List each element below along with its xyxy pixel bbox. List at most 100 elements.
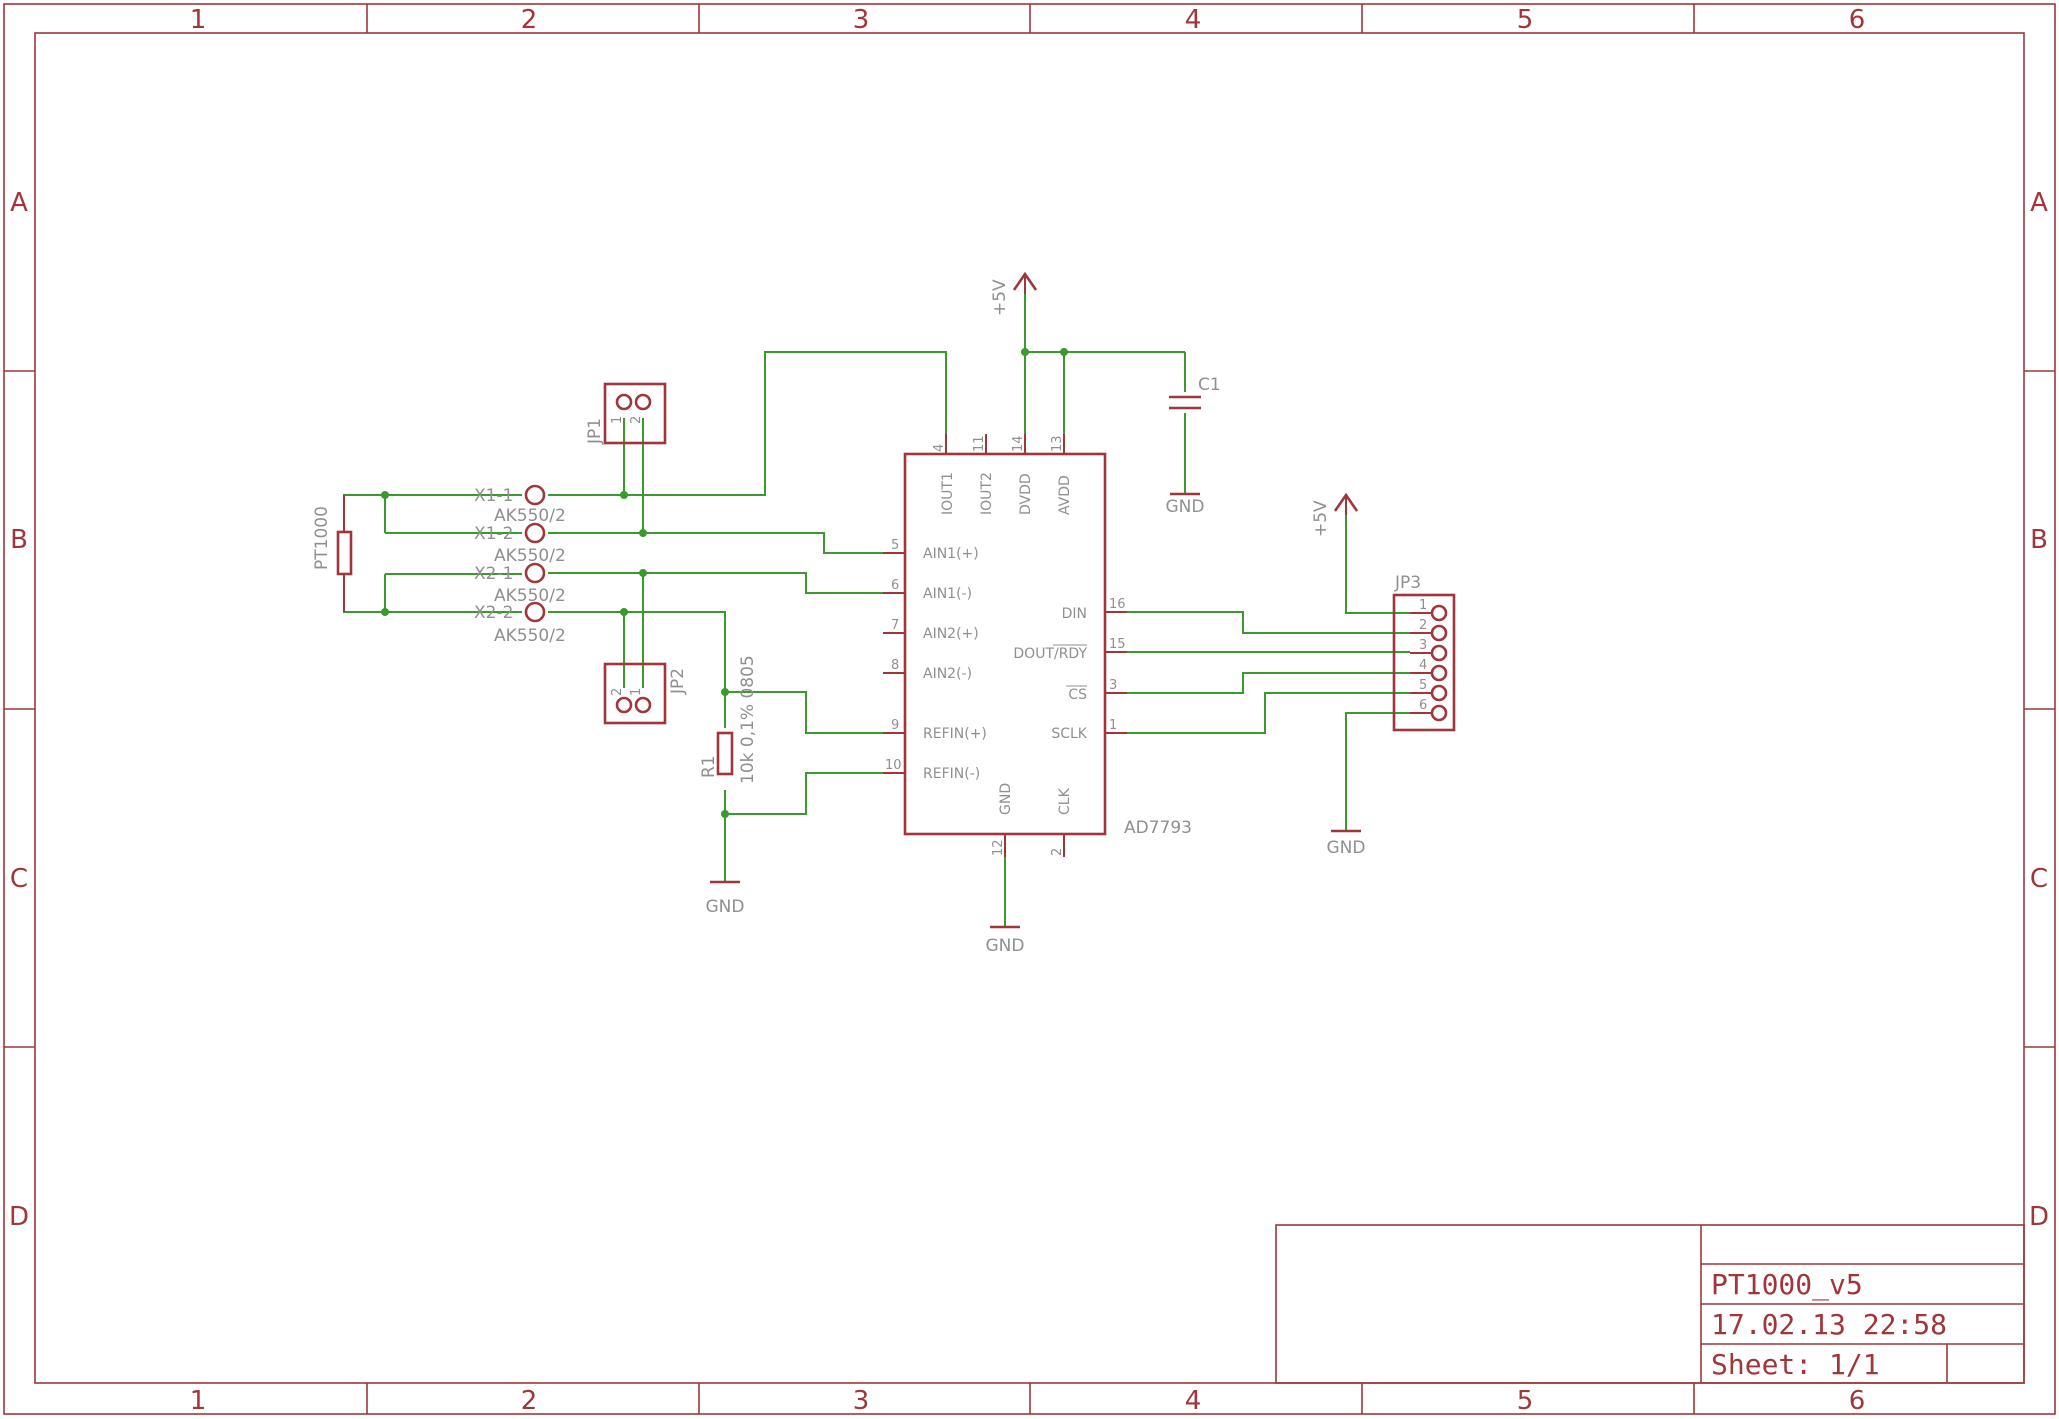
title-block-name: PT1000_v5	[1711, 1268, 1863, 1302]
row-label-left-a: A	[10, 188, 28, 218]
jp1-label: JP1	[585, 418, 605, 445]
ic-pin-clk: CLK	[1057, 787, 1073, 815]
ic-pin-ain1-plus: AIN1(+)	[923, 546, 979, 562]
jp1-pin-1: 1	[610, 416, 625, 424]
junctions	[381, 348, 1068, 818]
ic-pin-5-num: 5	[891, 538, 899, 553]
terminal-x1-2: X1-2 AK550/2	[474, 522, 566, 566]
col-label-bottom-3: 3	[853, 1386, 870, 1416]
ic-pin-3-num: 3	[1109, 678, 1117, 693]
vcc-label-ic: +5V	[990, 279, 1010, 316]
inner-border	[34, 32, 2025, 1384]
jp3-pin-2: 2	[1419, 618, 1427, 633]
title-block-date: 17.02.13 22:58	[1711, 1308, 1947, 1341]
ic-pin-din: DIN	[1062, 606, 1087, 622]
terminal-x2-1: X2-1 AK550/2	[474, 562, 566, 606]
row-label-right-a: A	[2030, 188, 2048, 218]
ic-pin-gnd: GND	[998, 783, 1014, 815]
col-label-bottom-6: 6	[1849, 1386, 1866, 1416]
ic-pin-iout2: IOUT2	[979, 472, 995, 515]
jp2-label: JP2	[668, 668, 688, 695]
outer-border	[3, 3, 2056, 1415]
jp3-pin-6: 6	[1419, 698, 1427, 713]
col-label-top-2: 2	[521, 5, 538, 35]
pt1000-label: PT1000	[312, 506, 332, 570]
gnd-symbol-jp3: GND	[1327, 829, 1366, 858]
ic-pin-cs: CS	[1068, 687, 1087, 703]
gnd-label-jp3: GND	[1327, 838, 1366, 858]
row-label-right-b: B	[2030, 525, 2048, 555]
ic-pin-7-num: 7	[891, 618, 899, 633]
jp3-label: JP3	[1394, 573, 1421, 593]
capacitor-c1: C1	[1169, 375, 1221, 410]
ic-pin-refin-plus: REFIN(+)	[923, 726, 987, 742]
title-block-sheet: Sheet: 1/1	[1711, 1348, 1880, 1381]
c1-label: C1	[1198, 375, 1221, 395]
terminal-x2-2-name: X2-2	[474, 603, 513, 623]
jp3-pin-5: 5	[1419, 678, 1427, 693]
ic-pin-4-num: 4	[932, 444, 947, 452]
ic-pin-sclk: SCLK	[1051, 726, 1087, 742]
terminal-x1-1: X1-1 AK550/2	[474, 484, 566, 526]
gnd-symbol-c1: GND	[1166, 492, 1205, 517]
jp2-pin-1: 1	[629, 688, 644, 696]
pt1000-resistor: PT1000	[312, 495, 353, 612]
ic-pin-15-num: 15	[1109, 637, 1126, 652]
ic-pin-ain2-plus: AIN2(+)	[923, 626, 979, 642]
vcc-label-jp3: +5V	[1311, 500, 1331, 537]
ic-pin-avdd: AVDD	[1057, 475, 1073, 515]
gnd-label-ic: GND	[986, 936, 1025, 956]
gnd-label-c1: GND	[1166, 497, 1205, 517]
vcc-symbol-jp3: +5V	[1311, 492, 1359, 537]
terminal-x1-1-value: AK550/2	[494, 506, 566, 526]
ic-pin-8-num: 8	[891, 658, 899, 673]
drawing-frame: 1 2 3 4 5 6 1 2 3 4 5 6 A B C D A B C D	[3, 3, 2056, 1416]
col-label-top-5: 5	[1517, 5, 1534, 35]
row-label-left-c: C	[10, 864, 28, 894]
ic-pin-ain1-minus: AIN1(-)	[923, 586, 972, 602]
row-label-right-d: D	[2029, 1202, 2049, 1232]
gnd-symbol-ic: GND	[986, 925, 1025, 956]
wires	[343, 282, 1410, 927]
jumper-jp2: 2 1 JP2	[603, 662, 688, 725]
col-label-bottom-5: 5	[1517, 1386, 1534, 1416]
ic-pin-2-num: 2	[1050, 848, 1065, 856]
terminal-x1-1-name: X1-1	[474, 486, 513, 506]
r1-label: R1	[699, 755, 719, 778]
ic-ad7793: AD7793 4 11 14 13 IOUT1 IOUT2 DVDD AVDD …	[883, 434, 1192, 857]
ic-pin-refin-minus: REFIN(-)	[923, 766, 980, 782]
jp3-pin-3: 3	[1419, 638, 1427, 653]
row-label-right-c: C	[2030, 864, 2048, 894]
gnd-label-r1: GND	[706, 897, 745, 917]
ic-pin-dout-rdy: DOUT/RDY	[1013, 646, 1087, 662]
ic-pin-1-num: 1	[1109, 718, 1117, 733]
col-label-top-3: 3	[853, 5, 870, 35]
terminal-x2-2-value: AK550/2	[494, 626, 566, 646]
col-label-bottom-4: 4	[1185, 1386, 1202, 1416]
vcc-symbol-ic: +5V	[990, 271, 1038, 316]
ic-pin-16-num: 16	[1109, 597, 1126, 612]
jp1-pin-2: 2	[629, 416, 644, 424]
terminal-x2-1-name: X2-1	[474, 564, 513, 584]
terminal-x2-1-value: AK550/2	[494, 586, 566, 606]
title-block: PT1000_v5 17.02.13 22:58 Sheet: 1/1	[1275, 1224, 2025, 1384]
row-label-left-d: D	[9, 1202, 29, 1232]
gnd-symbol-r1: GND	[706, 880, 745, 917]
ic-pin-14-num: 14	[1011, 435, 1026, 452]
col-label-top-4: 4	[1185, 5, 1202, 35]
ic-pin-ain2-minus: AIN2(-)	[923, 666, 972, 682]
col-label-top-1: 1	[190, 5, 207, 35]
terminal-x2-2: X2-2 AK550/2	[474, 601, 566, 646]
header-jp3: 1 2 3 4 5 6 JP3	[1392, 573, 1456, 732]
terminal-x1-2-name: X1-2	[474, 524, 513, 544]
jumper-jp1: 1 2 JP1	[585, 382, 667, 445]
r1-value: 10k 0,1% 0805	[738, 655, 758, 784]
ic-name: AD7793	[1124, 818, 1192, 838]
ic-pin-9-num: 9	[891, 718, 899, 733]
ic-pin-10-num: 10	[885, 758, 902, 773]
col-label-bottom-2: 2	[521, 1386, 538, 1416]
ic-pin-iout1: IOUT1	[940, 472, 956, 515]
row-label-left-b: B	[10, 525, 28, 555]
ic-pin-6-num: 6	[891, 578, 899, 593]
